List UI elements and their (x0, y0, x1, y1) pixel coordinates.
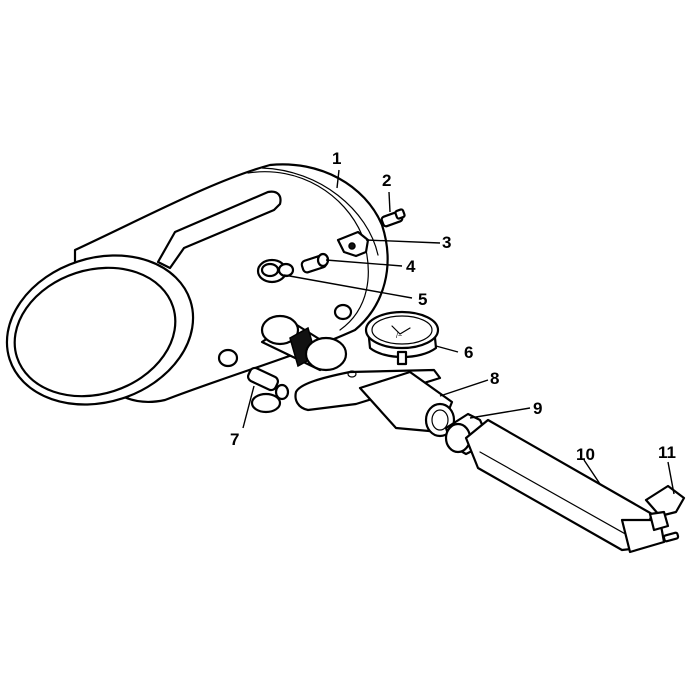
callout-3: 3 (442, 233, 451, 252)
svg-text:/~: /~ (396, 333, 402, 340)
pressure-gauge: /~ (364, 310, 440, 382)
nipple-fitting (380, 208, 406, 228)
callout-labels: 1 2 3 4 5 6 7 8 9 10 11 (230, 149, 676, 464)
callout-5: 5 (418, 290, 427, 309)
callout-7: 7 (230, 430, 239, 449)
callout-4: 4 (406, 257, 416, 276)
callout-1: 1 (332, 149, 341, 168)
air-tank (5, 163, 389, 406)
callout-10: 10 (576, 445, 595, 464)
valve-handle-assembly (294, 368, 456, 438)
callout-9: 9 (533, 399, 542, 418)
barrel-clip (644, 484, 686, 532)
callout-11: 11 (658, 443, 676, 462)
callout-6: 6 (464, 343, 473, 362)
hose-barb-clamp (246, 366, 290, 414)
outlet-pipe (260, 314, 348, 372)
callout-2: 2 (382, 171, 391, 190)
tank-valve-inlet (256, 258, 295, 284)
elbow-fitting (300, 252, 330, 274)
callout-8: 8 (490, 369, 499, 388)
bracket-clip (336, 230, 370, 258)
blast-barrel (464, 418, 680, 554)
leader-lines (242, 169, 675, 495)
